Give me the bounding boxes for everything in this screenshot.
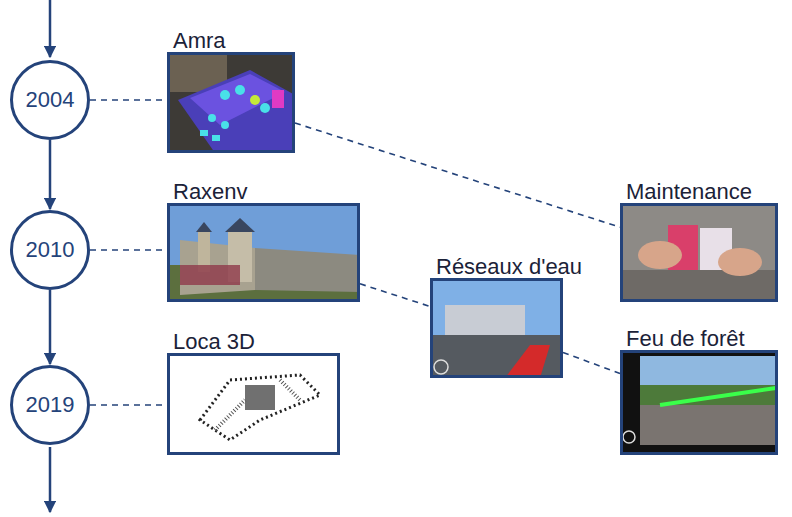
raxenv-picture bbox=[167, 203, 360, 302]
timeline-arrow bbox=[49, 140, 52, 209]
project-box: Feu de forêt bbox=[620, 350, 778, 455]
dashed-link bbox=[563, 352, 620, 373]
dashed-link bbox=[90, 249, 167, 251]
project-title: Raxenv bbox=[173, 179, 248, 205]
project-title: Réseaux d'eau bbox=[436, 254, 582, 280]
project-title: Amra bbox=[173, 28, 226, 54]
dashed-link bbox=[90, 404, 167, 406]
timeline-arrow bbox=[49, 290, 52, 364]
dashed-link bbox=[360, 284, 430, 307]
timeline-start bbox=[49, 0, 52, 57]
timeline-end bbox=[49, 447, 52, 512]
maintenance-picture bbox=[620, 203, 778, 302]
project-box: Loca 3D bbox=[167, 353, 340, 455]
project-title: Feu de forêt bbox=[626, 326, 745, 352]
dashed-link bbox=[90, 99, 167, 101]
amra-picture bbox=[167, 52, 295, 153]
year-circle: 2004 bbox=[10, 60, 90, 140]
project-title: Loca 3D bbox=[173, 329, 255, 355]
forest-fire-picture bbox=[620, 350, 778, 455]
year-circle: 2019 bbox=[10, 365, 90, 445]
year-circle: 2010 bbox=[10, 210, 90, 290]
water-network-picture bbox=[430, 278, 563, 378]
dashed-link bbox=[295, 123, 620, 227]
project-box: Amra bbox=[167, 52, 295, 153]
year-label: 2004 bbox=[10, 87, 90, 113]
project-box: Réseaux d'eau bbox=[430, 278, 563, 378]
point-cloud bbox=[167, 353, 340, 455]
project-box: Raxenv bbox=[167, 203, 360, 302]
year-label: 2019 bbox=[10, 392, 90, 418]
project-box: Maintenance bbox=[620, 203, 778, 302]
project-title: Maintenance bbox=[626, 179, 752, 205]
year-label: 2010 bbox=[10, 237, 90, 263]
